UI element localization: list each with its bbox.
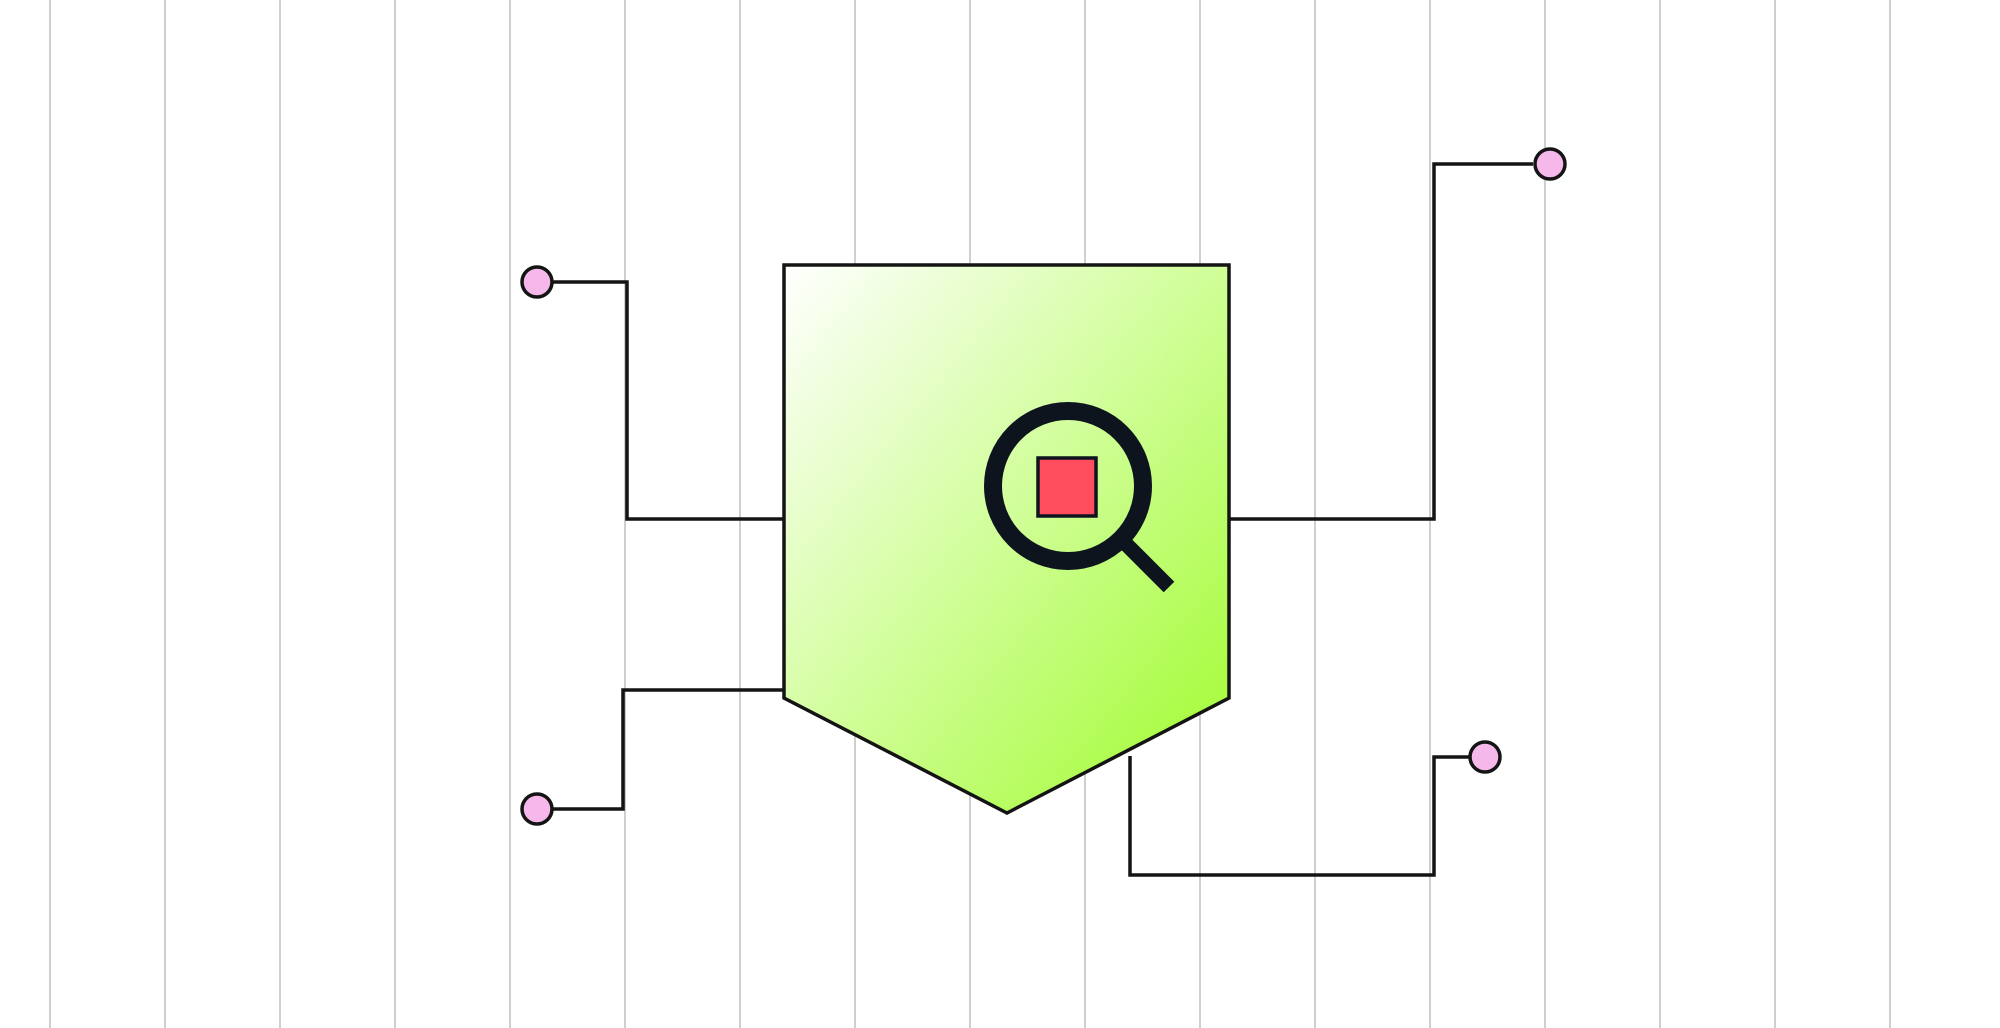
terminal-node-3: [1533, 147, 1567, 181]
connector-upper-left: [552, 280, 784, 521]
lens-ring: [984, 402, 1152, 570]
connector-lines: [552, 162, 1533, 877]
terminal-nodes: [520, 147, 1567, 826]
terminal-node-2: [520, 792, 554, 826]
terminal-node-4: [1468, 740, 1502, 774]
connector-lower-right: [1128, 755, 1469, 877]
connector-upper-right: [1229, 162, 1533, 521]
connector-lower-left: [552, 688, 784, 811]
target-square-icon: [1036, 456, 1098, 518]
magnifying-glass-icon: [984, 402, 1175, 593]
lens-handle: [1120, 538, 1175, 593]
terminal-node-1: [520, 265, 554, 299]
